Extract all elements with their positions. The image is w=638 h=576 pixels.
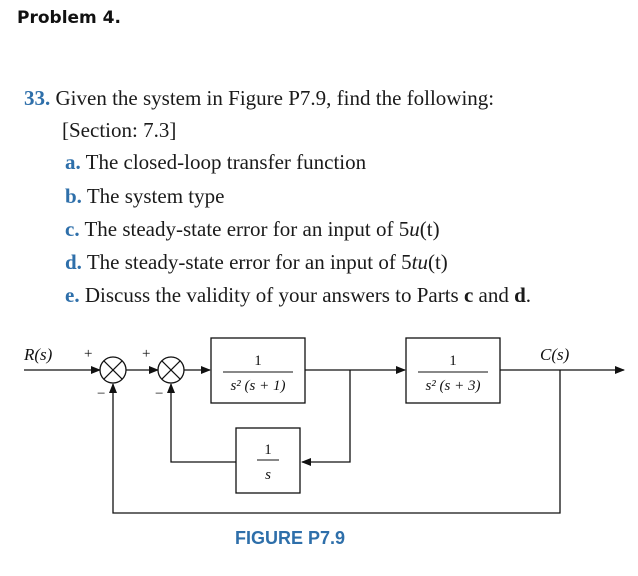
block2-numerator: 1 [449, 353, 457, 369]
item-letter: e. [65, 283, 80, 307]
item-b: b. The system type [65, 184, 224, 209]
sum1-minus-sign: − [97, 386, 105, 402]
forward-block-2: 1 s² (s + 3) [405, 337, 501, 404]
block-diagram: R(s) C(s) + − + − 1 s² (s + 1) 1 s² (s +… [23, 337, 625, 514]
item-letter: d. [65, 250, 82, 274]
feedback-block: 1 s [235, 427, 301, 494]
item-c: c. The steady-state error for an input o… [65, 217, 440, 242]
item-text: Discuss the validity of your answers to … [84, 283, 464, 307]
item-text: The steady-state error for an input of 5 [86, 250, 412, 274]
sum2-minus-sign: − [155, 386, 163, 402]
block1-denominator: s² (s + 1) [230, 378, 285, 394]
block1-numerator: 1 [254, 353, 262, 369]
item-text: The steady-state error for an input of 5 [84, 217, 410, 241]
item-text-end: . [525, 283, 532, 307]
item-text: The system type [86, 184, 225, 208]
output-label: C(s) [540, 345, 570, 364]
figure-caption: FIGURE P7.9 [234, 528, 346, 548]
item-letter: c. [65, 217, 80, 241]
item-d: d. The steady-state error for an input o… [65, 250, 448, 275]
summing-junction-2 [157, 356, 185, 384]
item-letter: a. [65, 150, 81, 174]
item-text: The closed-loop transfer function [85, 150, 367, 174]
sum2-plus-sign: + [142, 346, 150, 362]
problem-intro: 33. Given the system in Figure P7.9, fin… [24, 86, 494, 111]
block2-denominator: s² (s + 3) [425, 378, 480, 394]
item-e: e. Discuss the validity of your answers … [65, 283, 531, 308]
problem-intro-text: Given the system in Figure P7.9, find th… [55, 86, 495, 110]
input-label: R(s) [23, 345, 53, 364]
item-letter: b. [65, 184, 82, 208]
problem-number: 33. [24, 86, 51, 110]
item-argument: (t) [419, 217, 440, 241]
sum1-plus-sign: + [84, 346, 92, 362]
item-bold-part-d: d [514, 283, 526, 307]
item-argument: (t) [427, 250, 448, 274]
item-function: tu [411, 250, 428, 274]
feedback-numerator: 1 [264, 442, 272, 458]
item-text-mid: and [473, 283, 515, 307]
section-reference: [Section: 7.3] [62, 118, 177, 142]
item-bold-part-c: c [463, 283, 474, 307]
forward-block-1: 1 s² (s + 1) [210, 337, 306, 404]
outer-feedback-line [109, 370, 561, 514]
summing-junction-1 [99, 356, 127, 384]
item-a: a. The closed-loop transfer function [65, 150, 366, 175]
inner-feedback-line-out [167, 383, 236, 463]
problem-heading: Problem 4. [17, 8, 121, 28]
feedback-denominator: s [265, 467, 271, 483]
inner-feedback-line-in [301, 370, 351, 466]
item-function: u [409, 217, 420, 241]
